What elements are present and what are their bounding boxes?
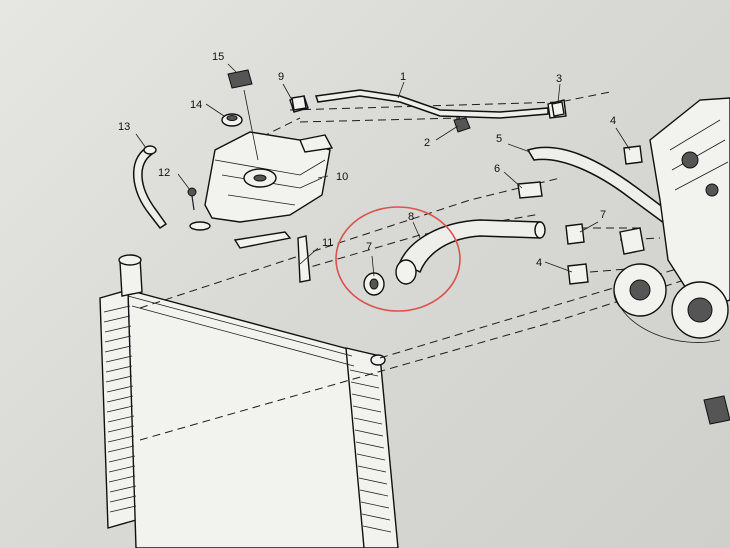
callout-15: 15 (212, 51, 224, 63)
callout-3: 3 (556, 73, 562, 85)
callout-13: 13 (118, 121, 130, 133)
callout-5: 5 (496, 133, 502, 145)
water-outlet (619, 227, 645, 255)
radiator-right-fins (349, 369, 392, 533)
callout-9: 9 (278, 71, 284, 83)
radiator (99, 254, 399, 548)
callout-6: 6 (494, 163, 500, 175)
callout-11: 11 (322, 237, 333, 249)
overflow-hose (133, 147, 168, 230)
mounting-bolt (187, 187, 197, 211)
callout-4-lower: 4 (536, 257, 542, 269)
callout-12: 12 (158, 167, 170, 179)
hose-clamp-3 (551, 101, 565, 117)
callout-7-upper: 7 (600, 209, 606, 221)
radiator-outlet-stub (370, 354, 386, 366)
surge-tank-bracket (233, 231, 292, 249)
engine-block (613, 97, 730, 425)
hose-clamp-9 (291, 95, 307, 111)
hose-clamp-4-upper (623, 145, 643, 165)
tank-grommet (189, 221, 211, 231)
vent-hose-assembly (289, 89, 567, 133)
hose-clamps (291, 95, 643, 296)
highlight-circle (335, 206, 461, 312)
vent-hose-clip (453, 117, 471, 133)
surge-tank-cap (221, 113, 243, 127)
lower-radiator-hose (395, 219, 546, 285)
engine-sensor (703, 395, 730, 425)
radiator-left-fins (103, 305, 137, 513)
callout-1: 1 (400, 71, 406, 83)
hose-clamp-7-upper (565, 223, 585, 245)
callout-7-lower: 7 (366, 241, 372, 253)
callout-4-upper: 4 (610, 115, 616, 127)
warning-label-plate (227, 69, 259, 161)
callout-numbers: 1 2 3 4 4 5 6 7 7 8 9 10 11 12 13 14 15 (118, 51, 616, 269)
hose-clamp-4-lower (567, 263, 589, 285)
hose-clamp-6 (517, 181, 543, 199)
radiator-right-tank (345, 347, 399, 548)
coolant-surge-tank (204, 131, 334, 283)
radiator-cap-opening (118, 254, 142, 266)
callout-14: 14 (190, 99, 202, 111)
callout-8: 8 (408, 211, 414, 223)
surge-tank-strap (297, 235, 311, 283)
callout-2: 2 (424, 137, 430, 149)
callout-10: 10 (336, 171, 348, 183)
callout-leaders (135, 63, 631, 277)
